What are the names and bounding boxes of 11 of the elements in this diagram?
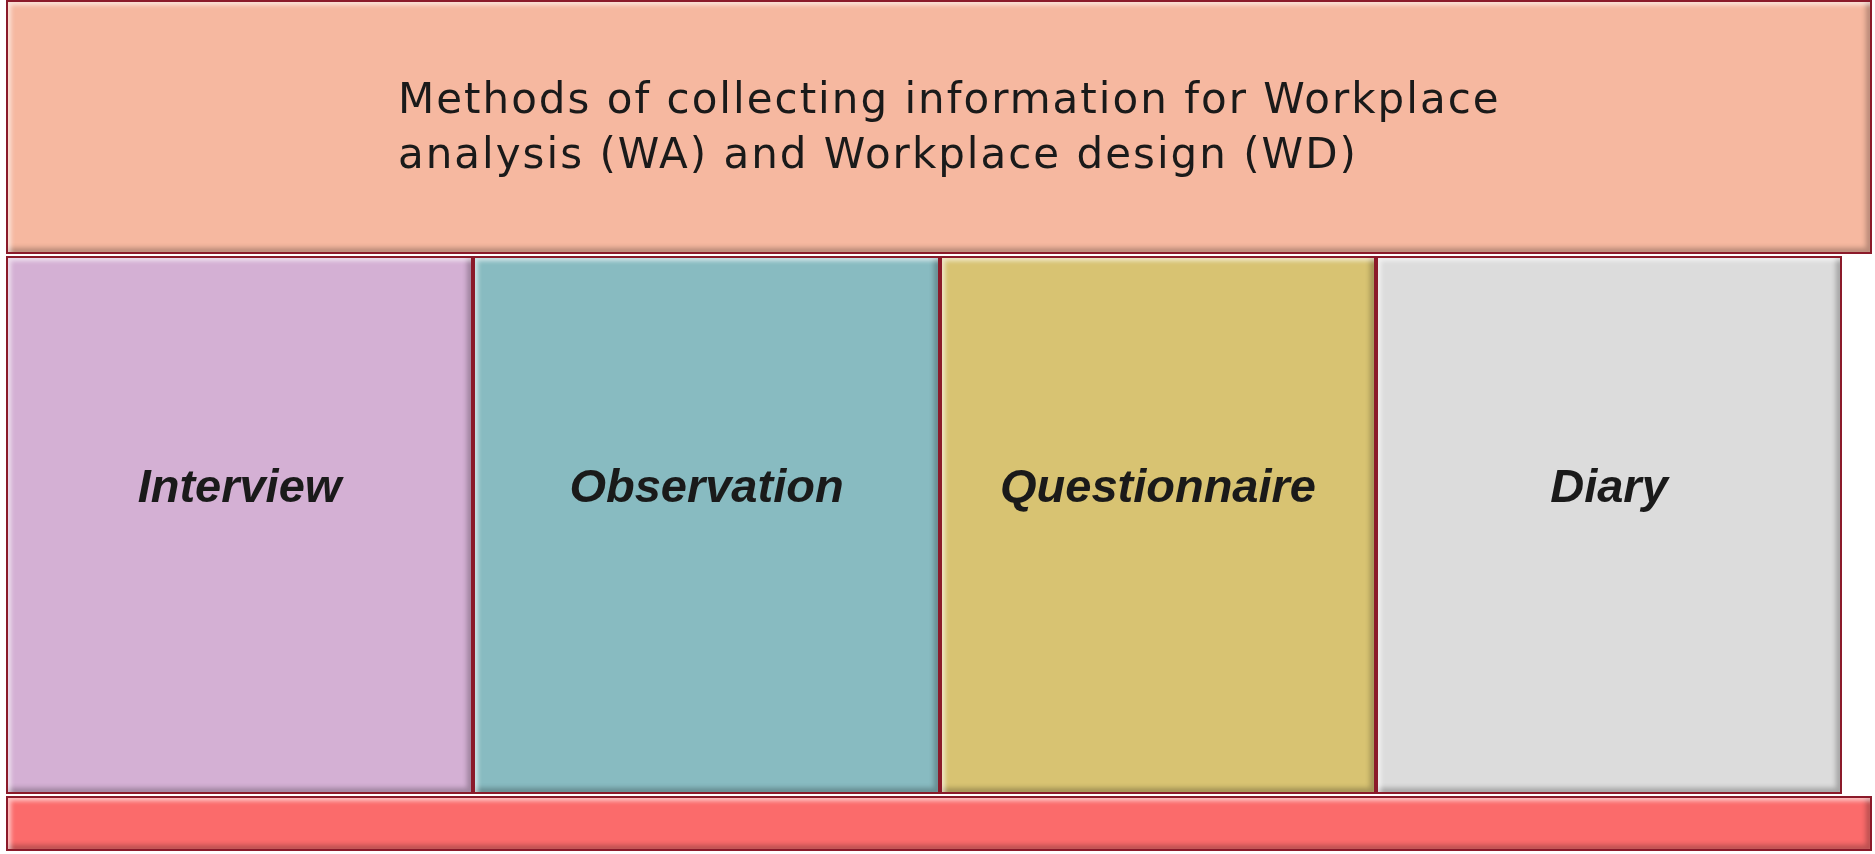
method-label: Observation (569, 457, 844, 513)
base-bar (6, 796, 1872, 851)
method-box (1376, 256, 1842, 794)
method-box (473, 256, 940, 794)
title-text: Methods of collecting information for Workplace analysis (WA) and Workplace design (WD) (398, 73, 1502, 180)
title-band (6, 0, 1872, 254)
method-label: Interview (137, 457, 342, 513)
method-label: Diary (1550, 457, 1668, 513)
method-label: Questionnaire (1000, 457, 1316, 513)
method-box (940, 256, 1376, 794)
method-box (6, 256, 473, 794)
